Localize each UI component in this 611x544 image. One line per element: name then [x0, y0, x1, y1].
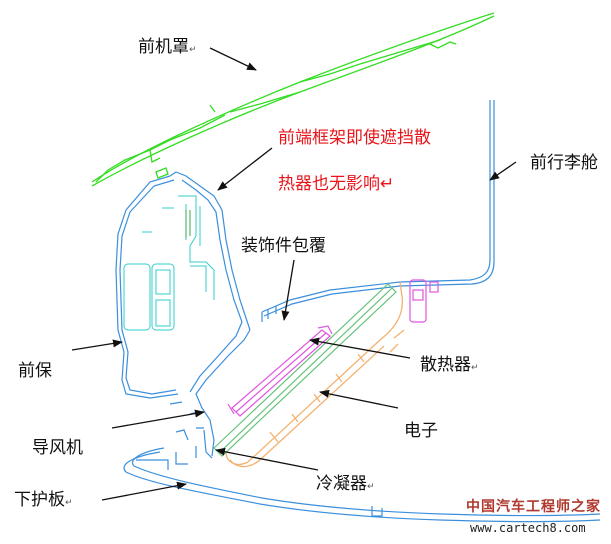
label-trim-cover: 装饰件包覆 [241, 236, 326, 256]
label-condenser-text: 冷凝器 [316, 474, 367, 494]
paragraph-mark: ↵ [367, 482, 375, 492]
label-hood-text: 前机罩 [138, 37, 189, 57]
arrow-note [217, 147, 273, 191]
radiator-outline [227, 279, 439, 417]
arrow-trim-cover [281, 259, 295, 321]
label-electronics: 电子 [404, 421, 438, 441]
front-frame-details [123, 195, 215, 331]
electronics-outline [225, 281, 405, 468]
arrow-condenser [215, 447, 319, 471]
watermark-url: www.cartech8.com [470, 521, 586, 535]
guide-bracket [185, 210, 191, 238]
label-luggage: 前行李舱 [530, 153, 598, 173]
arrow-radiator [309, 337, 411, 359]
arrow-luggage [489, 161, 517, 181]
arrow-fan [111, 409, 205, 429]
watermark-title: 中国汽车工程师之家 [466, 499, 601, 515]
arrow-hood [209, 47, 257, 71]
label-radiator: 散热器↵ [420, 357, 479, 374]
label-hood: 前机罩↵ [138, 39, 197, 56]
paragraph-mark: ↵ [65, 498, 73, 508]
label-fan: 导风机 [32, 438, 83, 458]
note-line-1: 前端框架即使遮挡散 [278, 128, 431, 148]
condenser-outline [213, 283, 397, 457]
hood-outline [91, 12, 495, 187]
arrow-bumper [71, 339, 123, 351]
paragraph-mark: ↵ [189, 45, 197, 55]
front-bumper-outline [115, 171, 251, 457]
note-line-2: 热器也无影响↵ [278, 174, 395, 194]
label-lower-guard: 下护板↵ [14, 492, 73, 509]
label-lower-guard-text: 下护板 [14, 490, 65, 510]
lower-guard-outline [123, 401, 601, 523]
paragraph-mark: ↵ [471, 363, 479, 373]
label-bumper: 前保 [18, 361, 52, 381]
annotation-arrows [71, 47, 517, 501]
arrow-electronics [319, 389, 399, 409]
luggage-compartment-outline [261, 100, 495, 322]
label-condenser: 冷凝器↵ [316, 476, 375, 493]
label-radiator-text: 散热器 [420, 355, 471, 375]
arrow-lower-guard [101, 481, 187, 501]
